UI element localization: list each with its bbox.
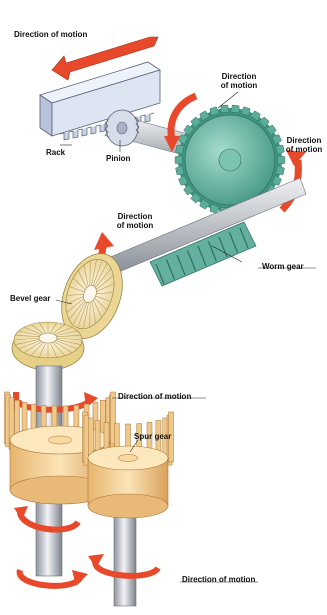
rack-label: Rack: [46, 148, 65, 157]
worm-wheel-motion-label-line2: of motion: [282, 145, 326, 154]
worm-wheel-motion-label-line1: Direction: [282, 136, 326, 145]
spur-gears: [5, 392, 174, 518]
worm-shaft-motion-label-line1: Direction: [112, 212, 158, 221]
pinion-label: Pinion: [106, 154, 130, 163]
worm-wheel-motion-label: Direction of motion: [282, 136, 326, 154]
worm-shaft-motion-label-line2: of motion: [112, 221, 158, 230]
worm-gear-label: Worm gear: [262, 262, 304, 271]
spur-gear-label: Spur gear: [134, 432, 171, 441]
pinion-motion-label-line2: of motion: [216, 81, 262, 90]
pinion-motion-label: Direction of motion: [216, 72, 262, 90]
bottom-motion-label: Direction of motion: [182, 575, 255, 584]
bevel-gears: [12, 245, 133, 370]
bevel-gear-label: Bevel gear: [10, 294, 50, 303]
rack-motion-label: Direction of motion: [14, 30, 87, 39]
worm-shaft-motion-label: Direction of motion: [112, 212, 158, 230]
pinion-motion-label-line1: Direction: [216, 72, 262, 81]
spur-shaft-motion-label: Direction of motion: [118, 392, 191, 401]
